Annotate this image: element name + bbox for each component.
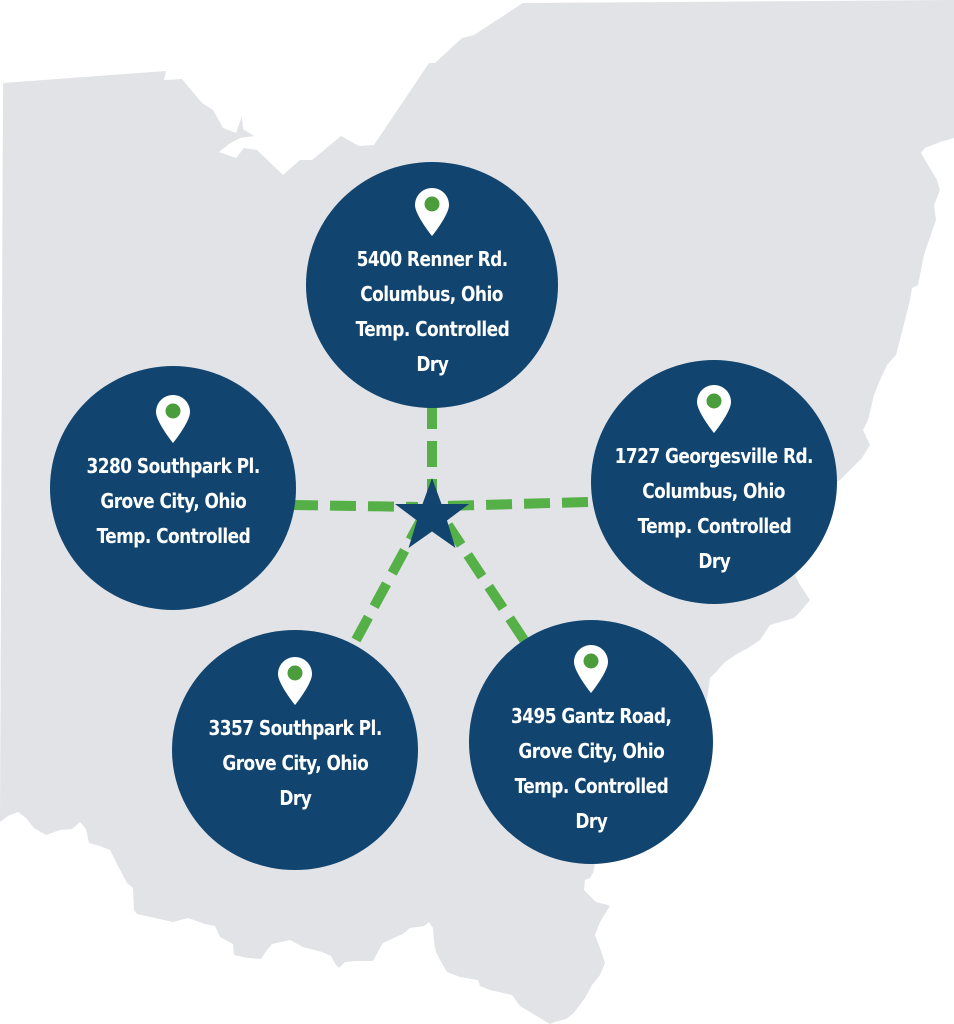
map-pin-icon xyxy=(278,656,312,705)
storage-type-line: Dry xyxy=(416,352,448,376)
address-line: 3280 Southpark Pl. xyxy=(86,453,260,478)
city-line: Grove City, Ohio xyxy=(518,739,664,763)
storage-type-line: Dry xyxy=(698,549,730,573)
location-renner[interactable]: 5400 Renner Rd. Columbus, Ohio Temp. Con… xyxy=(306,162,558,408)
address-line: 5400 Renner Rd. xyxy=(356,247,508,271)
city-line: Columbus, Ohio xyxy=(360,282,504,306)
storage-type-line: Temp. Controlled xyxy=(514,774,668,798)
map-pin-icon xyxy=(156,394,190,443)
address-line: 3495 Gantz Road, xyxy=(510,704,672,728)
storage-type-line: Dry xyxy=(279,785,311,810)
storage-type-line: Temp. Controlled xyxy=(355,317,509,341)
connector-southpark-3280 xyxy=(291,500,419,512)
storage-type-line: Temp. Controlled xyxy=(96,523,250,548)
address-line: 1727 Georgesville Rd. xyxy=(614,444,814,468)
map-pin-icon xyxy=(415,188,449,236)
address-line: 3357 Southpark Pl. xyxy=(208,715,382,740)
location-southpark-3280[interactable]: 3280 Southpark Pl. Grove City, Ohio Temp… xyxy=(50,366,296,610)
connector-southpark-3357 xyxy=(351,519,425,643)
connector-georgesville xyxy=(444,497,589,511)
city-line: Grove City, Ohio xyxy=(222,750,368,775)
storage-type-line: Dry xyxy=(575,809,607,833)
location-southpark-3357[interactable]: 3357 Southpark Pl. Grove City, Ohio Dry xyxy=(172,630,418,870)
storage-type-line: Temp. Controlled xyxy=(637,514,791,538)
map-pin-icon xyxy=(574,645,608,693)
star-icon xyxy=(395,478,469,548)
city-line: Columbus, Ohio xyxy=(642,479,786,503)
city-line: Grove City, Ohio xyxy=(100,488,246,513)
location-gantz[interactable]: 3495 Gantz Road, Grove City, Ohio Temp. … xyxy=(469,620,713,864)
connector-gantz xyxy=(443,522,529,643)
location-georgesville[interactable]: 1727 Georgesville Rd. Columbus, Ohio Tem… xyxy=(591,360,837,604)
map-pin-icon xyxy=(697,385,731,433)
